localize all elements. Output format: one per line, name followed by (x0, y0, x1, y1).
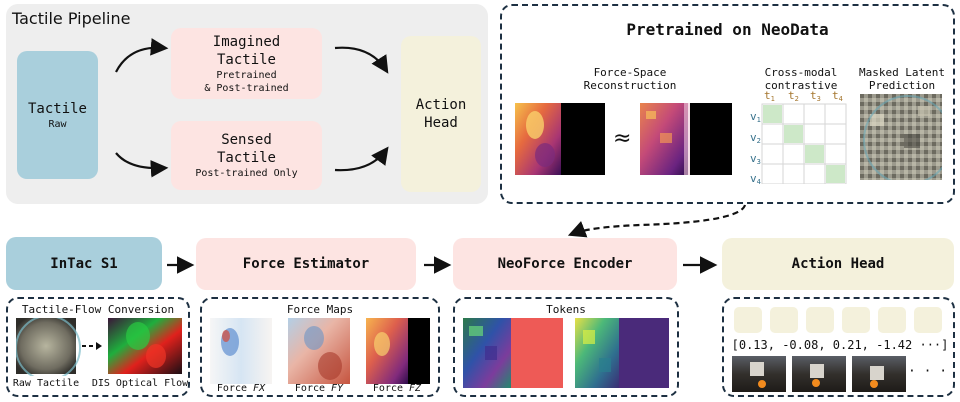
raw-tactile-image (16, 318, 76, 374)
intac-s1-label: InTac S1 (50, 255, 118, 272)
neoforce-encoder-label: NeoForce Encoder (497, 256, 633, 272)
robot-frames (732, 356, 906, 392)
action-token-4 (842, 307, 870, 333)
force-space-label: Force-Space Reconstruction (560, 66, 700, 92)
pretrained-title: Pretrained on NeoData (626, 20, 829, 39)
t3-label: t3 (810, 89, 821, 103)
token-map-left-flat (511, 318, 563, 388)
tactile-raw-box: Tactile Raw (17, 51, 98, 179)
arrow-raw-to-imagined (115, 38, 169, 73)
tokens-images (463, 318, 669, 388)
diag-cell-4 (826, 165, 845, 183)
tactile-flow-panel (6, 297, 190, 397)
action-head-line2: Head (424, 115, 458, 131)
action-token-5 (878, 307, 906, 333)
intac-s1-box: InTac S1 (6, 237, 162, 290)
robot-frame-1 (732, 356, 786, 392)
sensed-title2: Tactile (216, 150, 276, 166)
robot-frame-3 (852, 356, 906, 392)
force-maps-images (210, 318, 430, 384)
masked-latent-label: Masked Latent Prediction (852, 66, 952, 92)
v1-label: v1 (750, 110, 761, 124)
arrow-imagined-to-head (334, 46, 389, 74)
arrow-pretrained-to-neoforce (567, 204, 747, 238)
action-head-label: Action Head (791, 256, 885, 272)
force-maps-panel (200, 297, 440, 397)
action-token-1 (734, 307, 762, 333)
force-space-image-right (640, 103, 732, 175)
force-fx-caption: Force FX (216, 383, 266, 394)
cross-modal-label: Cross-modal contrastive (756, 66, 846, 92)
cross-modal-line2: contrastive (764, 79, 838, 92)
force-fz-caption: Force FZ (372, 383, 422, 394)
action-token-row (734, 307, 942, 333)
v2-label: v2 (750, 131, 761, 145)
force-estimator-label: Force Estimator (242, 256, 370, 272)
masked-line1: Masked Latent (858, 66, 946, 79)
action-token-2 (770, 307, 798, 333)
dis-flow-caption: DIS Optical Flow (91, 378, 189, 389)
token-map-right-flat (619, 318, 669, 388)
masked-line2: Prediction (868, 79, 936, 92)
imagined-sub1: Pretrained (216, 69, 277, 81)
tokens-panel (453, 297, 679, 397)
diag-cell-1 (763, 105, 782, 123)
action-output-panel (722, 297, 955, 397)
masked-latent-image (860, 94, 942, 180)
sensed-sub: Post-trained Only (195, 168, 298, 179)
action-token-3 (806, 307, 834, 333)
sensed-tactile-box: Sensed Tactile Post-trained Only (171, 121, 322, 190)
token-map-right (575, 318, 619, 388)
v3-label: v3 (750, 152, 761, 166)
tactile-raw-title: Tactile (27, 100, 87, 117)
action-head-line1: Action (415, 97, 467, 113)
force-space-line2: Reconstruction (583, 79, 677, 92)
force-fy-caption: Force FY (294, 383, 344, 394)
t2-label: t2 (788, 89, 799, 103)
sensed-title: Sensed (221, 132, 272, 148)
force-space-image-left (515, 103, 605, 175)
robot-frame-2 (792, 356, 846, 392)
imagined-title2: Tactile (216, 51, 276, 68)
tactile-raw-sub: Raw (48, 118, 67, 130)
arrow-raw-to-sensed (115, 152, 169, 178)
action-token-6 (914, 307, 942, 333)
contrastive-matrix: t1 t2 t3 t4 v1 v2 v3 v4 (750, 89, 847, 184)
force-maps-title: Force Maps (286, 303, 354, 316)
tactile-pipeline-title: Tactile Pipeline (12, 9, 131, 28)
tokens-title: Tokens (546, 303, 586, 316)
imagined-title: Imagined (212, 33, 281, 50)
raw-tactile-caption: Raw Tactile (12, 378, 80, 389)
robot-frames-ellipsis: · · · (908, 364, 948, 379)
imagined-sub2: & Post-trained (204, 82, 289, 94)
pretrained-panel (500, 4, 955, 204)
arrow-sensed-to-head (334, 146, 389, 172)
force-fx-image (210, 318, 272, 384)
tactile-flow-images (16, 318, 182, 376)
action-head-box-top: Action Head (401, 36, 481, 192)
diag-cell-3 (805, 145, 824, 163)
approx-symbol: ≈ (613, 126, 632, 151)
cross-modal-line1: Cross-modal (764, 66, 838, 79)
force-estimator-box: Force Estimator (196, 238, 416, 290)
tactile-flow-title: Tactile-Flow Conversion (21, 303, 175, 316)
neoforce-encoder-box: NeoForce Encoder (453, 238, 677, 290)
diag-cell-2 (784, 125, 803, 143)
v4-label: v4 (750, 172, 761, 184)
t4-label: t4 (832, 89, 843, 103)
imagined-tactile-box: Imagined Tactile Pretrained & Post-train… (171, 28, 322, 99)
action-values: [0.13, -0.08, 0.21, -1.42 ···] (731, 338, 949, 352)
action-head-box: Action Head (722, 238, 954, 290)
t1-label: t1 (764, 89, 775, 103)
force-space-line1: Force-Space (593, 66, 667, 79)
